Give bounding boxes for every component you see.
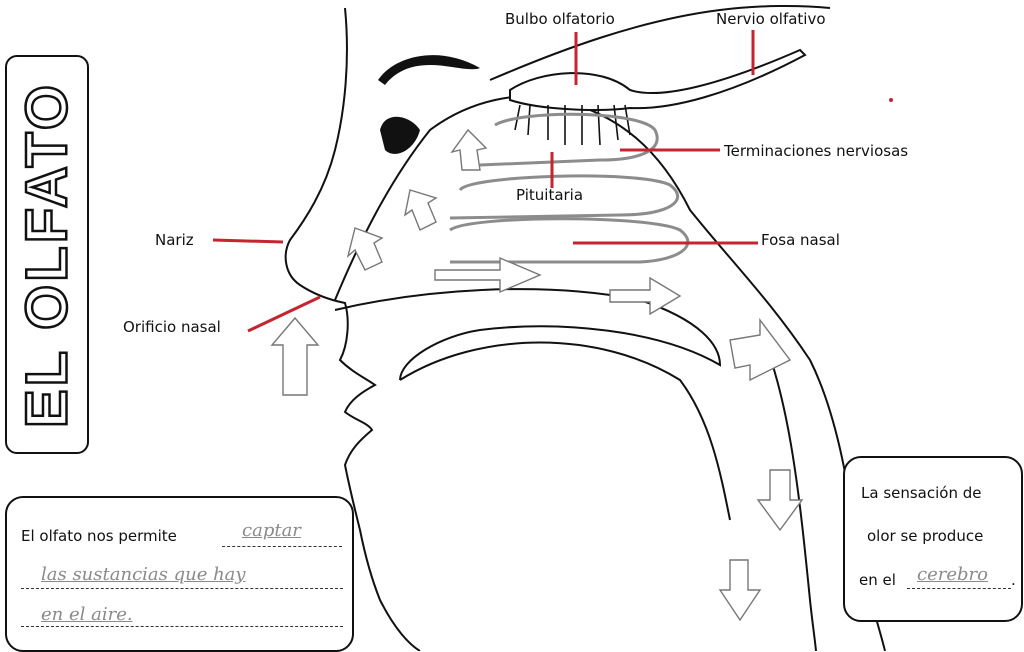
left-answer-box: El olfato nos permite captar las sustanc… — [5, 496, 354, 652]
nerve-endings — [514, 104, 631, 146]
skull-back — [489, 4, 831, 81]
answer-line-2 — [21, 588, 343, 589]
label-pituitaria: Pituitaria — [516, 186, 584, 204]
leader-nariz — [212, 238, 284, 244]
label-bulbo: Bulbo olfatorio — [505, 10, 615, 28]
label-nervio: Nervio olfativo — [716, 10, 826, 28]
right-answer-box: La sensación de olor se produce en el ce… — [843, 456, 1023, 622]
nasal-cavity-outline — [334, 95, 886, 651]
answer-1: captar — [242, 520, 301, 541]
title-box: EL OLFATO — [5, 55, 89, 454]
eyebrow — [378, 55, 480, 85]
palate — [334, 288, 722, 381]
answer-line-right — [907, 588, 1011, 589]
right-line1: La sensación de — [861, 484, 982, 502]
answer-2: las sustancias que hay — [41, 564, 246, 585]
nasal-turbinates — [449, 112, 690, 264]
answer-line-1 — [222, 546, 342, 547]
label-fosa: Fosa nasal — [761, 231, 840, 249]
left-line1-prefix: El olfato nos permite — [21, 527, 177, 545]
answer-cerebro: cerebro — [917, 564, 988, 585]
throat — [759, 329, 817, 651]
stray-dot — [889, 98, 893, 102]
right-line2: olor se produce — [867, 527, 984, 545]
label-nariz: Nariz — [155, 231, 194, 249]
right-line3-suffix: . — [1011, 571, 1016, 589]
olfactory-bulb — [509, 48, 807, 111]
tongue — [399, 341, 731, 521]
face-profile — [284, 7, 421, 651]
label-orificio: Orificio nasal — [123, 318, 221, 336]
answer-3: en el aire. — [41, 604, 133, 625]
leader-lines — [212, 30, 758, 333]
leader-orificio — [247, 295, 321, 333]
answer-line-3 — [21, 626, 343, 627]
eye — [380, 116, 420, 154]
right-line3-prefix: en el — [859, 571, 896, 589]
airflow-arrows — [270, 128, 804, 622]
label-terminaciones: Terminaciones nerviosas — [724, 142, 909, 160]
